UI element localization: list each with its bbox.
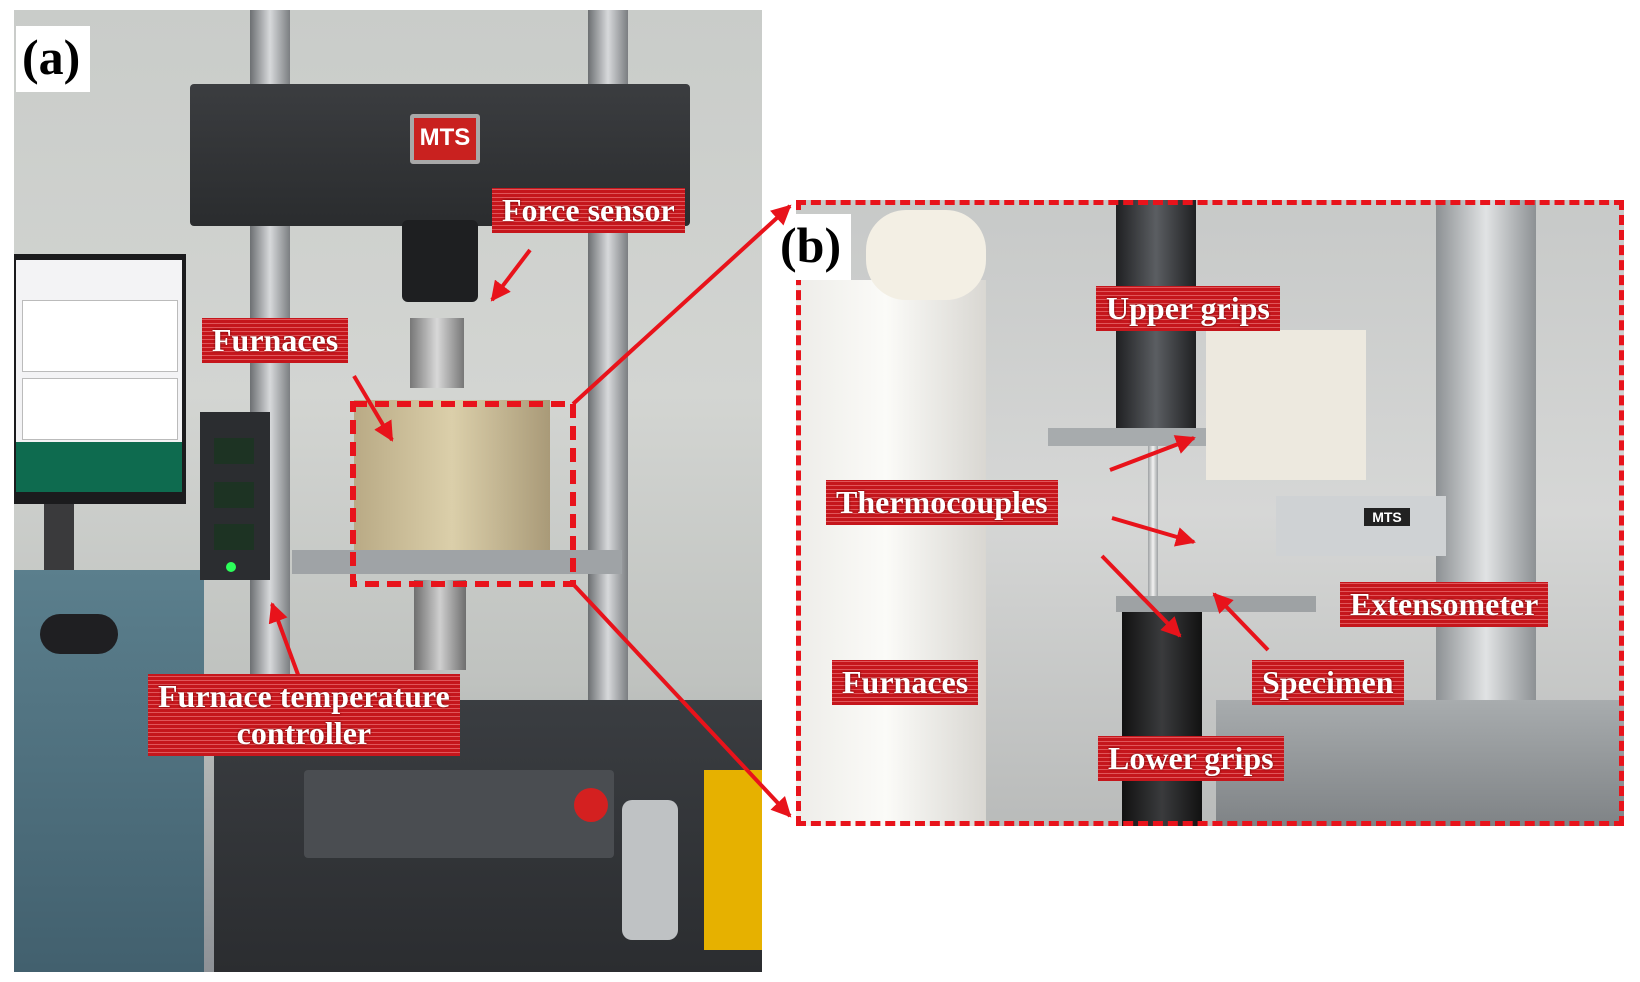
label-furnace-temperature-controller: Furnace temperature controller — [148, 674, 460, 756]
label-upper-grips: Upper grips — [1096, 286, 1280, 331]
label-force-sensor: Force sensor — [492, 188, 685, 233]
lower-plate — [1116, 596, 1316, 612]
photo-panel-a: MTS — [14, 10, 762, 972]
handset — [622, 800, 678, 940]
label-furnaces-a: Furnaces — [202, 318, 349, 363]
furnace-half-left — [796, 280, 986, 826]
emergency-stop — [574, 788, 608, 822]
label-furnaces-b: Furnaces — [832, 660, 979, 705]
label-extensometer: Extensometer — [1340, 582, 1549, 627]
insulation-wool — [866, 210, 986, 300]
label-specimen: Specimen — [1252, 660, 1404, 705]
temperature-controller — [200, 412, 270, 580]
extensometer-mts-logo: MTS — [1364, 508, 1410, 526]
machine-rail — [1216, 700, 1624, 826]
mts-logo: MTS — [410, 114, 480, 164]
upper-grip — [410, 318, 464, 388]
load-cell — [402, 220, 478, 302]
mouse — [40, 614, 118, 654]
monitor-screen — [16, 260, 182, 492]
monitor-stand — [44, 504, 74, 574]
right-furnace-block — [1206, 330, 1366, 480]
specimen-rod — [1148, 446, 1158, 596]
lower-grip-rod — [1122, 612, 1202, 826]
panel-a-letter: (a) — [16, 26, 91, 92]
extensometer-body — [1276, 496, 1446, 556]
lower-grip — [414, 580, 466, 670]
furnace-stage — [292, 550, 622, 574]
label-lower-grips: Lower grips — [1098, 736, 1284, 781]
panel-b-letter: (b) — [774, 214, 852, 280]
label-thermocouples: Thermocouples — [826, 480, 1058, 525]
yellow-unit — [704, 770, 762, 950]
control-panel — [304, 770, 614, 858]
furnace — [354, 400, 550, 550]
